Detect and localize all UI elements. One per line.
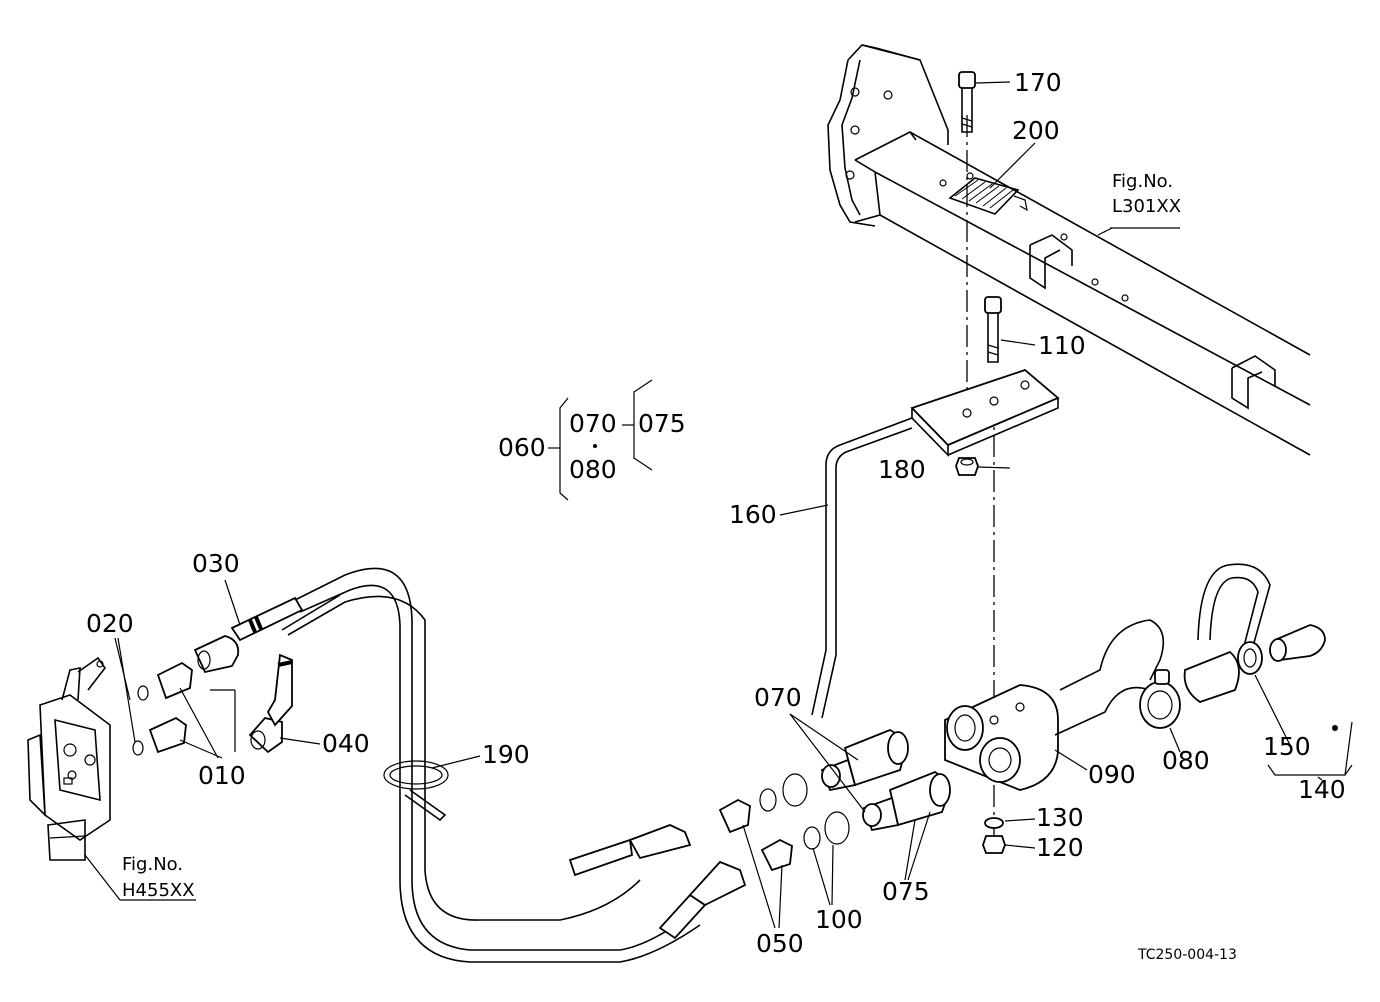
label-010: 010: [198, 761, 246, 790]
label-190: 190: [482, 740, 530, 769]
hose-lines: [281, 567, 747, 963]
label-170: 170: [1014, 68, 1062, 97]
fig-l301-number: L301XX: [1112, 196, 1181, 217]
bolt-110: [984, 296, 1002, 363]
label-200: 200: [1012, 116, 1060, 145]
leader-lines: [84, 81, 1353, 929]
coupler-assembly-drawing: [718, 563, 1338, 872]
group-dot: [593, 444, 597, 448]
label-070-group: 070: [569, 409, 617, 438]
label-080-group: 080: [569, 455, 617, 484]
label-110: 110: [1038, 331, 1086, 360]
fig-reference-h455: Fig.No. H455XX: [122, 854, 195, 901]
fig-l301-title: Fig.No.: [1112, 171, 1173, 192]
label-080: 080: [1162, 746, 1210, 775]
fig-h455-title: Fig.No.: [122, 854, 183, 875]
label-020: 020: [86, 609, 134, 638]
control-valve-drawing: [27, 656, 111, 861]
label-160: 160: [729, 500, 777, 529]
label-100: 100: [815, 905, 863, 934]
drawing-code: TC250-004-13: [1137, 947, 1237, 963]
nut-180: [955, 457, 979, 476]
label-130: 130: [1036, 803, 1084, 832]
label-050: 050: [756, 929, 804, 958]
label-040: 040: [322, 729, 370, 758]
label-180: 180: [878, 455, 926, 484]
bolt-170: [958, 71, 976, 133]
frame-bracket-drawing: [827, 44, 1311, 456]
part-labels: 170 200 110 180 160 060 070 080 075 030 …: [86, 68, 1346, 958]
left-fittings-drawing: [132, 596, 304, 756]
label-070: 070: [754, 683, 802, 712]
label-140: 140: [1298, 775, 1346, 804]
bracket-160: [811, 368, 1060, 719]
label-090: 090: [1088, 760, 1136, 789]
fig-h455-number: H455XX: [122, 880, 195, 901]
label-075: 075: [882, 877, 930, 906]
label-150: 150: [1263, 732, 1311, 761]
label-120: 120: [1036, 833, 1084, 862]
label-075-group: 075: [638, 409, 686, 438]
label-060: 060: [498, 433, 546, 462]
fig-reference-l301: Fig.No. L301XX: [1112, 171, 1181, 217]
label-030: 030: [192, 549, 240, 578]
